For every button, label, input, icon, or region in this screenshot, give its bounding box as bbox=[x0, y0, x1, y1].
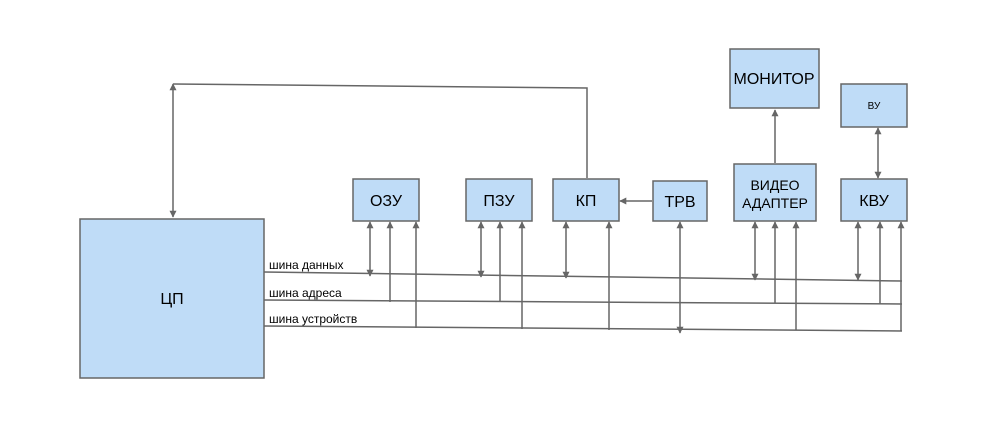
device-bus-label: шина устройств bbox=[269, 312, 357, 326]
trv-block bbox=[652, 180, 708, 222]
trv-label: ТРВ bbox=[664, 194, 695, 211]
vu-block bbox=[840, 83, 908, 128]
kp-to-cpu-line bbox=[172, 83, 588, 178]
kp-block bbox=[552, 178, 620, 222]
video-adapter-label-line1: ВИДЕО bbox=[750, 177, 799, 193]
rom-block bbox=[465, 178, 533, 222]
address-bus-label: шина адреса bbox=[269, 286, 342, 300]
video-adapter-label-line2: АДАПТЕР bbox=[742, 195, 808, 211]
ram-block bbox=[352, 178, 420, 222]
vu-label: ВУ bbox=[868, 101, 881, 112]
video-adapter-block bbox=[733, 163, 817, 222]
device-bus-line bbox=[263, 325, 903, 332]
ram-label: ОЗУ bbox=[370, 193, 403, 210]
kp-label: КП bbox=[576, 193, 597, 210]
rom-label: ПЗУ bbox=[483, 193, 515, 210]
cpu-block bbox=[79, 218, 265, 379]
kvu-block bbox=[840, 178, 908, 222]
monitor-block bbox=[729, 48, 820, 109]
monitor-label: МОНИТОР bbox=[734, 71, 815, 88]
cpu-label: ЦП bbox=[160, 291, 183, 308]
data-bus-label: шина данных bbox=[269, 258, 344, 272]
kvu-label: КВУ bbox=[859, 193, 889, 210]
address-bus-line bbox=[263, 299, 903, 305]
data-bus-line bbox=[263, 271, 903, 282]
